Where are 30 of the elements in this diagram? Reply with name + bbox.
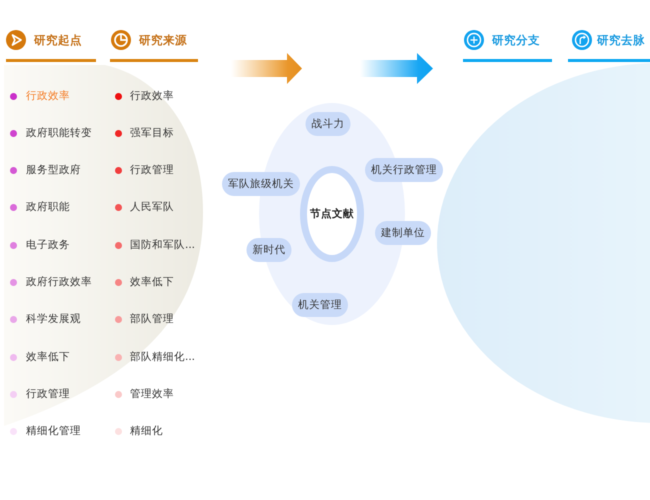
keyword-pill: 机关行政管理: [365, 158, 443, 182]
keyword-pill: 军队旅级机关: [222, 172, 300, 196]
keyword-pill: 建制单位: [375, 221, 431, 245]
keyword-pill: 战斗力: [306, 112, 350, 136]
list-item: 行政效率: [26, 88, 70, 102]
list-item: 服务型政府: [26, 163, 81, 178]
list-item: 精细化管理: [26, 424, 81, 438]
list-item: 行政效率: [130, 88, 174, 102]
list-item: 效率低下: [26, 350, 70, 364]
list-item: 管理效率: [130, 386, 174, 401]
list-item: 行政管理: [130, 163, 174, 178]
list-item: 部队管理: [130, 312, 174, 326]
list-item: 效率低下: [130, 275, 174, 289]
section-heading: 研究起点: [34, 32, 82, 48]
list-item: 人民军队: [130, 200, 174, 214]
list-item: 政府职能: [26, 200, 70, 214]
list-item: 科学发展观: [26, 312, 81, 326]
keyword-pill: 机关管理: [292, 293, 348, 317]
list-item: 部队精细化...: [130, 350, 196, 364]
section-heading: 研究来源: [139, 32, 187, 48]
list-item: 强军目标: [130, 126, 174, 140]
section-heading: 研究去脉: [597, 32, 645, 48]
list-item: 国防和军队...: [130, 238, 196, 252]
list-item: 政府行政效率: [26, 275, 92, 289]
section-heading: 研究分支: [492, 32, 540, 48]
list-item: 政府职能转变: [26, 126, 92, 140]
list-item: 行政管理: [26, 386, 70, 401]
list-item: 精细化: [130, 424, 163, 438]
keyword-pill: 新时代: [246, 238, 292, 262]
list-item: 电子政务: [26, 238, 70, 252]
